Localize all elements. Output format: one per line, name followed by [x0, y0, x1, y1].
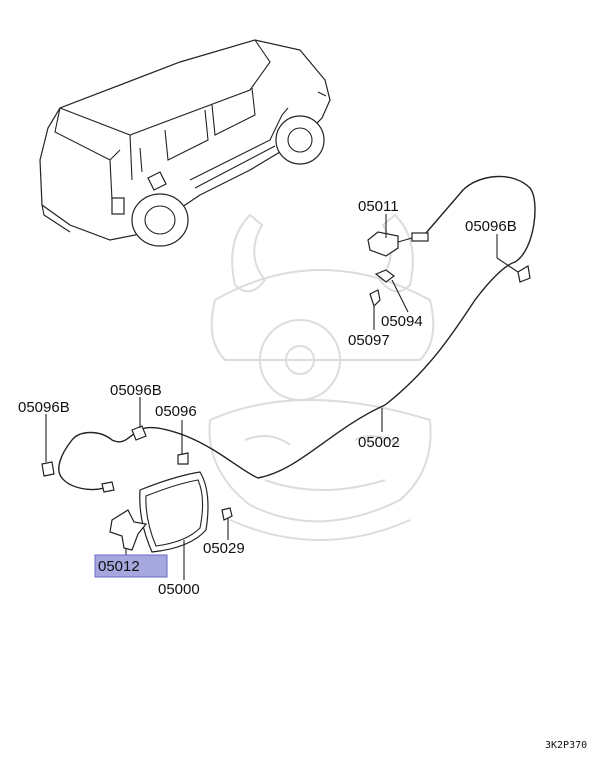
leader-lines — [45, 214, 519, 580]
part-05096b-clip-left — [41, 461, 55, 477]
label-05002[interactable]: 05002 — [358, 434, 400, 451]
label-05029[interactable]: 05029 — [203, 540, 245, 557]
vehicle-illustration — [39, 39, 331, 247]
part-05094-clip — [374, 269, 395, 283]
label-05097[interactable]: 05097 — [348, 332, 390, 349]
part-05096b-clip-mid — [131, 425, 147, 441]
label-05096b-left[interactable]: 05096B — [18, 399, 70, 416]
release-cable — [185, 175, 536, 479]
highlight-box-05012 — [94, 554, 168, 578]
diagram-code: 3K2P370 — [545, 740, 587, 751]
label-05096b-right[interactable]: 05096B — [465, 218, 517, 235]
label-05096[interactable]: 05096 — [155, 403, 197, 420]
watermark-emblem — [208, 213, 435, 541]
label-05096b-mid[interactable]: 05096B — [110, 382, 162, 399]
part-05097-screw — [369, 289, 381, 308]
label-05000[interactable]: 05000 — [158, 581, 200, 598]
part-05096b-clip-right — [517, 265, 531, 283]
label-05094[interactable]: 05094 — [381, 313, 423, 330]
label-05012[interactable]: 05012 — [98, 558, 140, 575]
part-05011-lever — [367, 231, 429, 257]
part-05096-clip — [177, 452, 189, 465]
part-05012-hinge — [109, 509, 148, 551]
part-05000-fuel-lid — [139, 471, 209, 553]
part-05029-bumper — [221, 507, 233, 521]
label-05011[interactable]: 05011 — [358, 198, 399, 215]
